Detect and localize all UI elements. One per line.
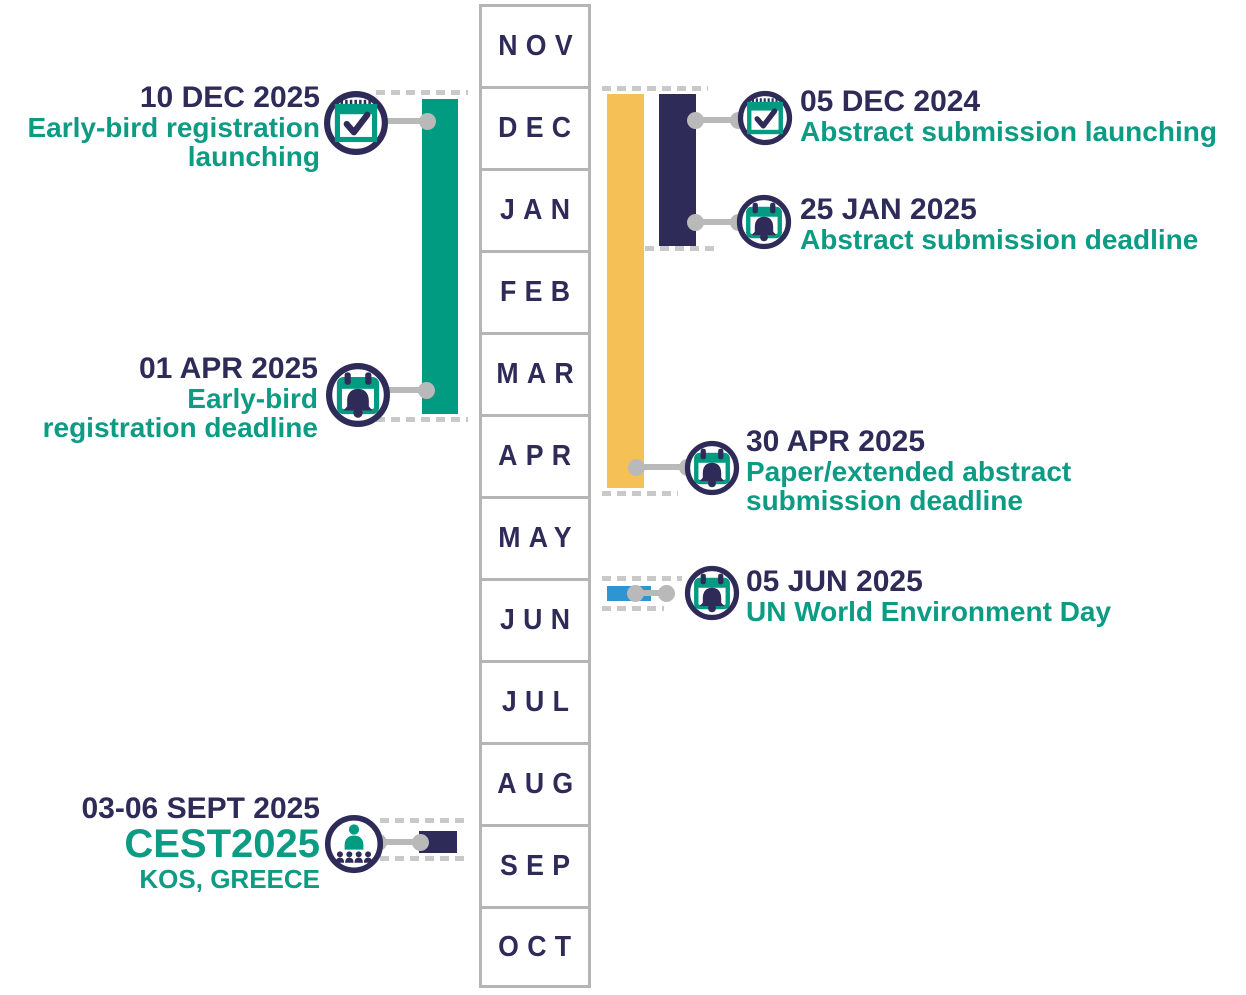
month-label: JUL [501, 686, 577, 718]
connector-env-day [630, 590, 672, 596]
early-bird-registration-period-bar [422, 99, 458, 414]
event-description-line: registration deadline [42, 412, 318, 443]
dash-env-day-bottom [602, 606, 664, 611]
conference-dates-bar [419, 831, 457, 853]
dash-paper-deadline [602, 491, 678, 496]
event-date: 05 JUN 2025 [746, 565, 923, 598]
connector-dot [412, 834, 429, 851]
connector-dot [687, 214, 704, 231]
event-description-line: Early-bird [187, 383, 318, 414]
event-paper-deadline: 30 APR 2025 Paper/extended abstract subm… [746, 426, 1071, 515]
calendar-check-icon [324, 91, 388, 155]
calendar-bell-icon [684, 440, 740, 496]
event-date: 25 JAN 2025 [800, 193, 977, 226]
connector-dot [418, 382, 435, 399]
dash-env-day-top [602, 576, 682, 581]
connector-early-bird-launch [362, 118, 428, 124]
month-label: JAN [500, 194, 579, 226]
event-date: 01 APR 2025 [138, 352, 318, 385]
month-cell-oct: OCT [479, 906, 591, 988]
month-cell-jul: JUL [479, 660, 591, 742]
month-label: AUG [497, 768, 582, 800]
month-label: MAY [498, 522, 580, 554]
connector-dot [628, 459, 645, 476]
month-cell-dec: DEC [479, 86, 591, 168]
event-description-line: Abstract submission launching [800, 116, 1217, 147]
event-description-line: Early-bird registration [27, 112, 320, 143]
event-conference: 03-06 SEPT 2025 CEST2025 KOS, GREECE [0, 792, 321, 894]
month-cell-feb: FEB [479, 250, 591, 332]
event-abstract-launching: 05 DEC 2024 Abstract submission launchin… [800, 86, 1217, 146]
conference-location: KOS, GREECE [139, 864, 320, 894]
event-description-line: Paper/extended abstract [746, 456, 1072, 487]
event-date: 05 DEC 2024 [800, 85, 981, 118]
event-description-line: submission deadline [746, 485, 1023, 516]
month-label: JUN [500, 604, 579, 636]
event-environment-day: 05 JUN 2025 UN World Environment Day [746, 566, 1111, 626]
dash-early-bird-launch [376, 90, 468, 95]
month-column: NOV DEC JAN FEB MAR APR MAY JUN JUL AUG … [479, 4, 591, 988]
event-abstract-deadline: 25 JAN 2025 Abstract submission deadline [800, 194, 1198, 254]
month-cell-aug: AUG [479, 742, 591, 824]
month-cell-may: MAY [479, 496, 591, 578]
connector-dot [627, 585, 644, 602]
dash-abstract-deadline [645, 246, 717, 251]
connector-paper-deadline [630, 464, 690, 470]
month-label: SEP [500, 850, 579, 882]
event-early-bird-launching: 10 DEC 2025 Early-bird registration laun… [0, 82, 320, 171]
month-label: MAR [496, 358, 582, 390]
connector-dot [687, 112, 704, 129]
connector-conference [372, 839, 424, 845]
month-cell-mar: MAR [479, 332, 591, 414]
month-label: FEB [500, 276, 579, 308]
month-cell-nov: NOV [479, 4, 591, 86]
month-cell-jun: JUN [479, 578, 591, 660]
month-label: APR [498, 440, 580, 472]
connector-dot [658, 585, 675, 602]
month-label: OCT [498, 930, 580, 963]
month-cell-apr: APR [479, 414, 591, 496]
dash-conference-bottom [380, 856, 468, 861]
calendar-bell-icon [684, 565, 740, 621]
paper-submission-period-bar [607, 94, 644, 488]
event-date: 03-06 SEPT 2025 [81, 792, 321, 825]
calendar-check-icon [737, 90, 793, 146]
conference-name: CEST2025 [124, 822, 320, 866]
event-date: 10 DEC 2025 [139, 81, 320, 114]
dash-early-bird-deadline [376, 417, 468, 422]
connector-abstract-deadline [690, 219, 742, 225]
calendar-bell-icon [736, 194, 792, 250]
event-description-line: Abstract submission deadline [800, 224, 1199, 255]
dash-conference-top [380, 818, 468, 823]
conference-speaker-icon [324, 814, 384, 874]
connector-early-bird-deadline [366, 387, 430, 393]
month-cell-sep: SEP [479, 824, 591, 906]
calendar-bell-icon [326, 363, 390, 427]
event-description-line: UN World Environment Day [746, 596, 1112, 627]
event-description-line: launching [187, 141, 320, 172]
month-cell-jan: JAN [479, 168, 591, 250]
dash-abstract-launch [602, 86, 708, 91]
month-label: NOV [497, 30, 581, 62]
connector-abstract-launch [690, 117, 742, 123]
connector-dot [419, 113, 436, 130]
event-early-bird-deadline: 01 APR 2025 Early-bird registration dead… [0, 353, 318, 442]
month-label: DEC [498, 112, 580, 144]
event-date: 30 APR 2025 [746, 425, 926, 458]
